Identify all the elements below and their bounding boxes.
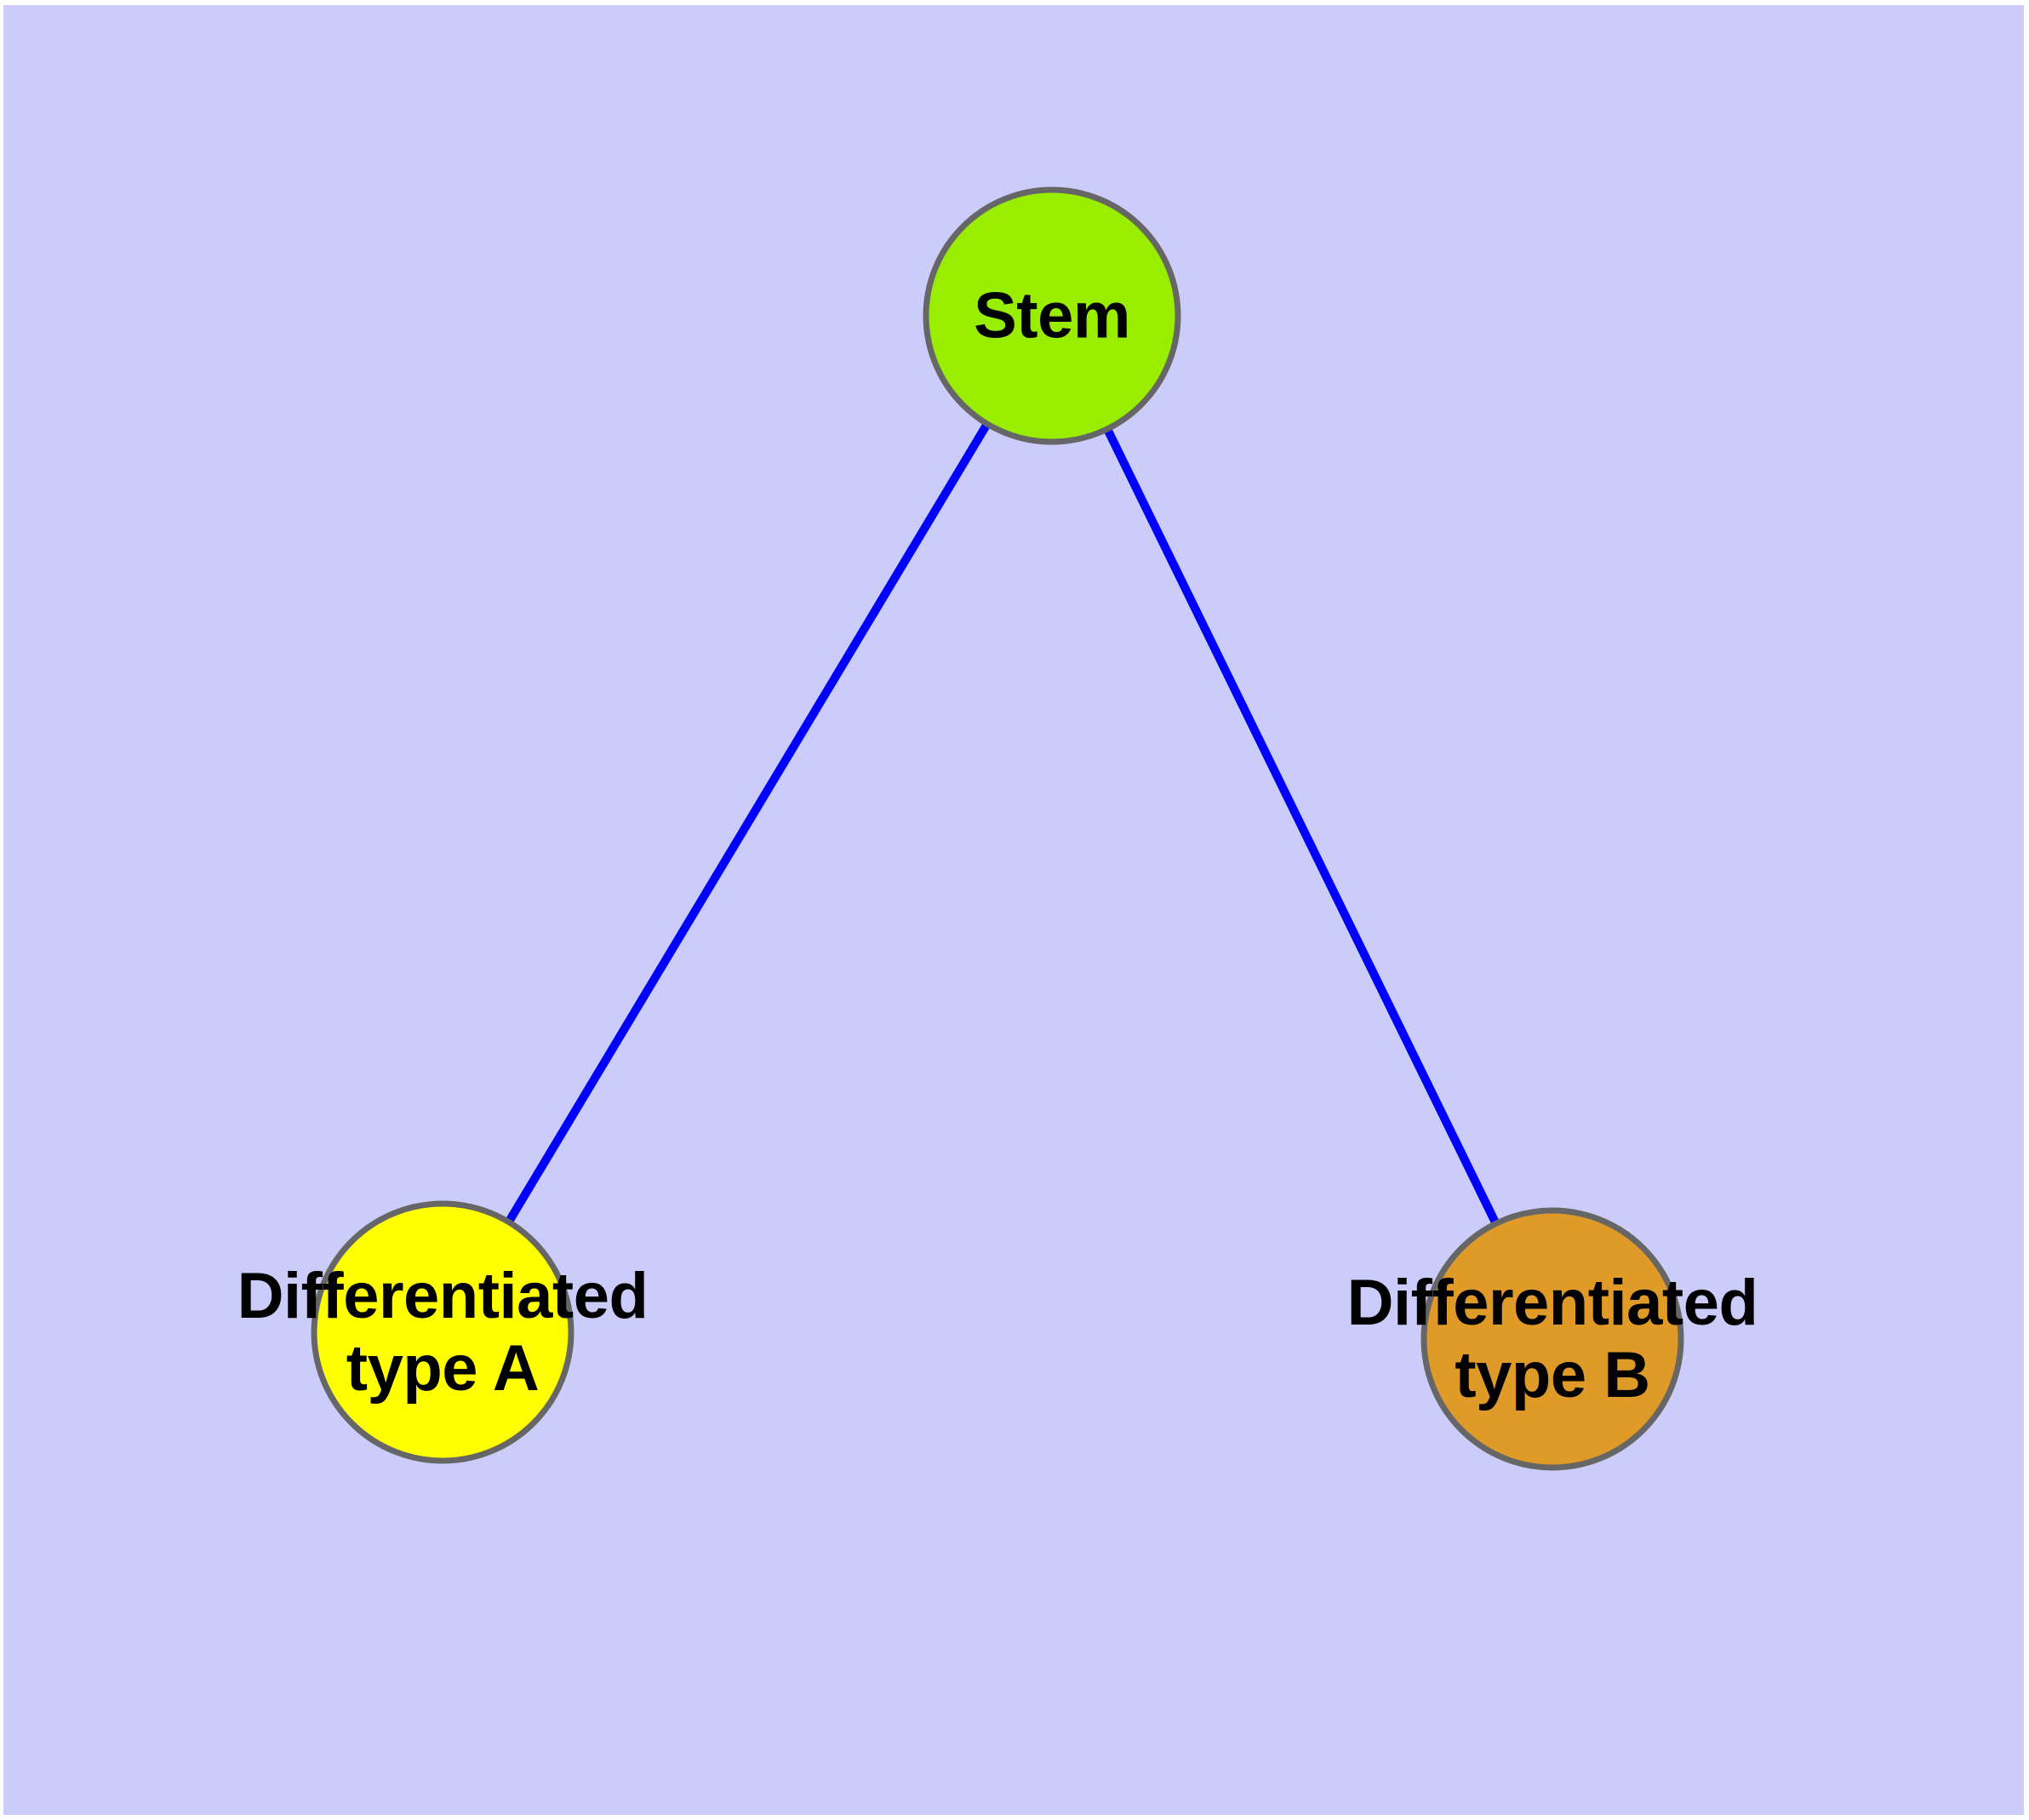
node-stem[interactable] bbox=[923, 186, 1181, 445]
edge-layer bbox=[438, 313, 1557, 1342]
node-layer bbox=[311, 186, 1684, 1471]
edge-stem-to-diff-a bbox=[438, 313, 1056, 1335]
edge-stem-to-diff-b bbox=[1048, 313, 1557, 1342]
node-differentiated-type-a[interactable] bbox=[311, 1200, 574, 1464]
node-differentiated-type-b[interactable] bbox=[1420, 1207, 1684, 1471]
